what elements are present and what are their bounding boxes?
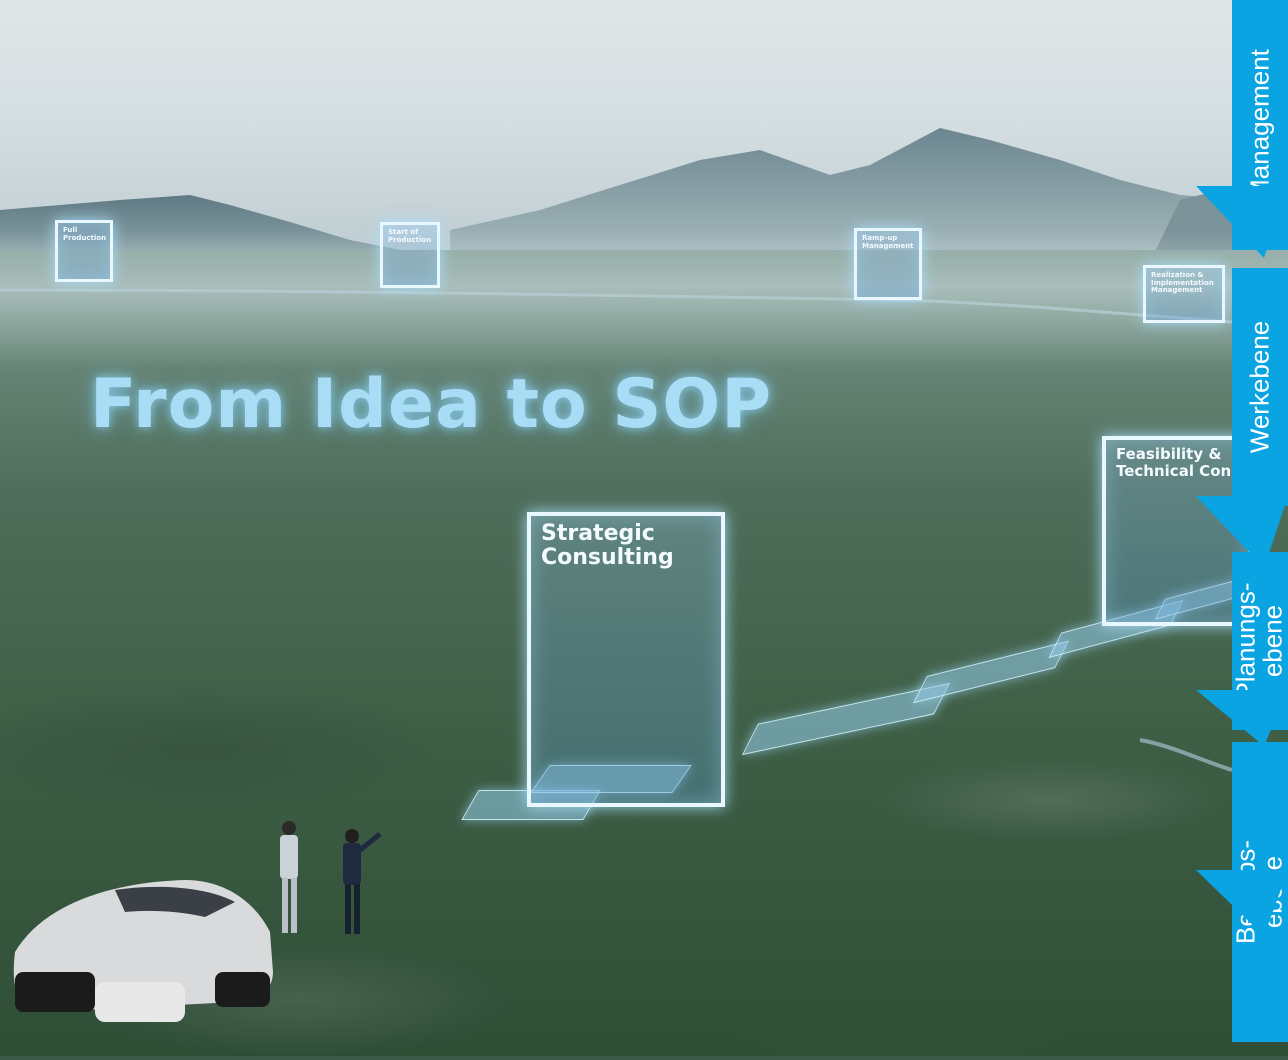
mist [0, 230, 1288, 370]
chevron-down-icon [1196, 496, 1288, 568]
panel-title: Full Production [63, 226, 107, 242]
panel-title: Strategic Consulting [541, 521, 674, 571]
person-standing [280, 821, 298, 933]
panel-realization: Realization & Implementation Management [1143, 265, 1225, 323]
concept-car [13, 880, 273, 1022]
panel-title: Ramp-up Management [862, 234, 914, 250]
level-sidebar: Management Werkebene Planungs- ebene Bet… [1196, 0, 1288, 1056]
panel-title: Realization & Implementation Management [1151, 271, 1214, 295]
panel-title: Feasibility & Technical Consu [1116, 445, 1251, 480]
chevron-down-icon [1196, 870, 1288, 936]
panel-feasibility: Feasibility & Technical Consu [1102, 436, 1252, 626]
chevron-down-icon [1196, 186, 1288, 258]
chevron-down-icon [1196, 690, 1288, 746]
panel-full-production: Full Production [55, 220, 113, 282]
sidebar-level-label: Management [1244, 49, 1275, 201]
panel-title: Start of Production [388, 228, 432, 244]
person-pointing [343, 829, 382, 934]
panel-start-of-production: Start of Production [380, 222, 440, 288]
page-title: From Idea to SOP [90, 365, 773, 444]
level-arrows [1196, 186, 1288, 936]
panel-strategic-consulting: Strategic Consulting [527, 512, 725, 807]
sidebar-level-werkebene[interactable]: Werkebene [1232, 268, 1288, 506]
panel-ramp-up: Ramp-up Management [854, 228, 922, 300]
